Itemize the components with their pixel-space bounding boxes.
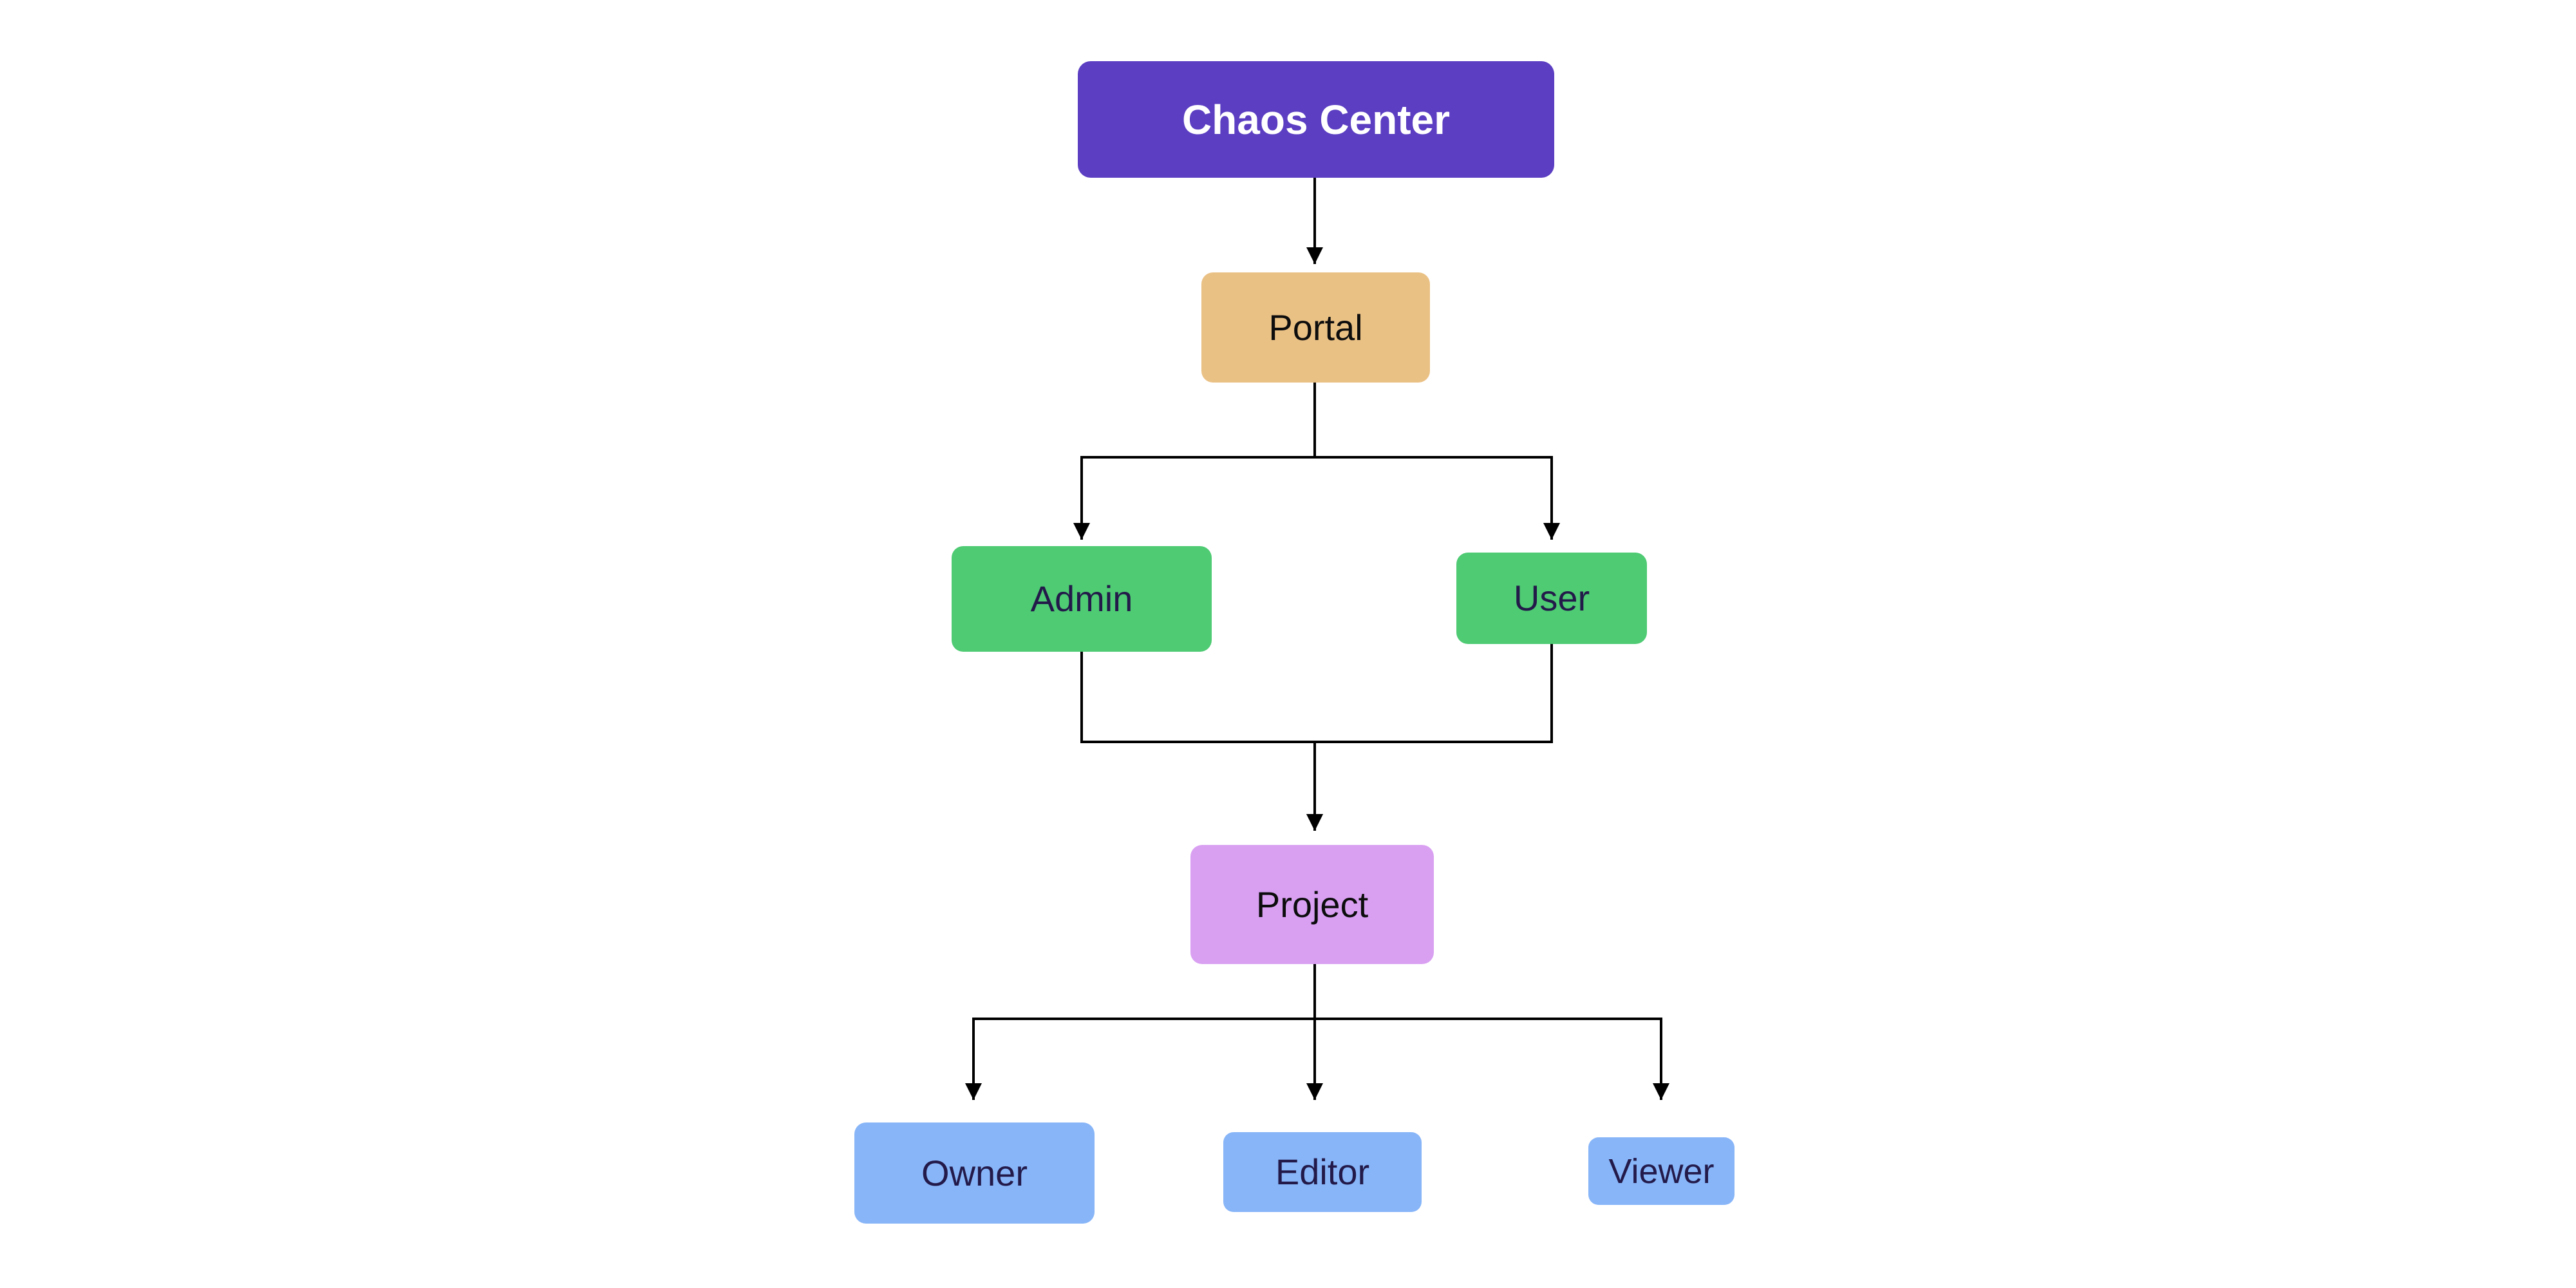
node-label-user: User: [1513, 578, 1590, 618]
node-chaos-center: Chaos Center: [1078, 61, 1554, 178]
node-portal: Portal: [1201, 272, 1430, 383]
edge-admin-to-project: [1080, 652, 1323, 831]
node-label-editor: Editor: [1275, 1151, 1370, 1192]
edges-group: [965, 178, 1669, 1100]
node-editor: Editor: [1223, 1132, 1422, 1212]
node-label-viewer: Viewer: [1608, 1151, 1715, 1191]
edge-project-to-viewer: [1313, 964, 1669, 1100]
node-user: User: [1456, 553, 1647, 644]
edge-project-to-owner: [965, 964, 1316, 1100]
node-label-owner: Owner: [921, 1152, 1028, 1193]
node-label-chaos-center: Chaos Center: [1181, 96, 1451, 143]
node-admin: Admin: [952, 546, 1212, 652]
node-project: Project: [1190, 845, 1434, 964]
edge-portal-to-admin: [1073, 383, 1316, 540]
node-owner: Owner: [854, 1122, 1095, 1224]
edge-user-to-project: [1306, 644, 1553, 831]
node-label-portal: Portal: [1268, 307, 1363, 348]
node-viewer: Viewer: [1588, 1137, 1735, 1205]
node-label-admin: Admin: [1030, 578, 1133, 619]
node-label-project: Project: [1255, 884, 1369, 925]
edge-portal-to-user: [1313, 383, 1560, 540]
